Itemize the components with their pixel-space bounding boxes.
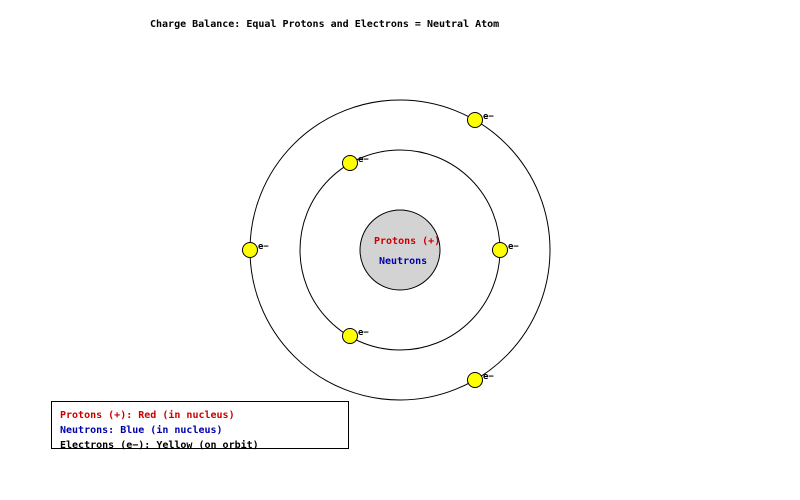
legend-protons: Protons (+): Red (in nucleus) — [60, 410, 235, 421]
legend-electrons: Electrons (e−): Yellow (on orbit) — [60, 440, 259, 451]
electron-label: e− — [258, 242, 269, 252]
electron-label: e− — [508, 242, 519, 252]
legend-box: Protons (+): Red (in nucleus) Neutrons: … — [51, 401, 349, 451]
nucleus-protons-label: Protons (+) — [374, 236, 440, 247]
nucleus-neutrons-label: Neutrons — [379, 256, 427, 267]
electron-outer-2: e− — [242, 242, 269, 258]
electron-label: e− — [358, 328, 369, 338]
electron-inner-2: e− — [492, 242, 519, 258]
electron-outer-3: e− — [467, 372, 494, 388]
electron-label: e− — [358, 155, 369, 165]
electron-outer-1: e− — [467, 112, 494, 128]
electron-inner-3: e− — [342, 328, 369, 344]
electron-inner-1: e− — [342, 155, 369, 171]
electron-label: e− — [483, 372, 494, 382]
legend-neutrons: Neutrons: Blue (in nucleus) — [60, 425, 223, 436]
diagram-title: Charge Balance: Equal Protons and Electr… — [150, 19, 500, 30]
electron-label: e− — [483, 112, 494, 122]
nucleus — [359, 209, 441, 291]
